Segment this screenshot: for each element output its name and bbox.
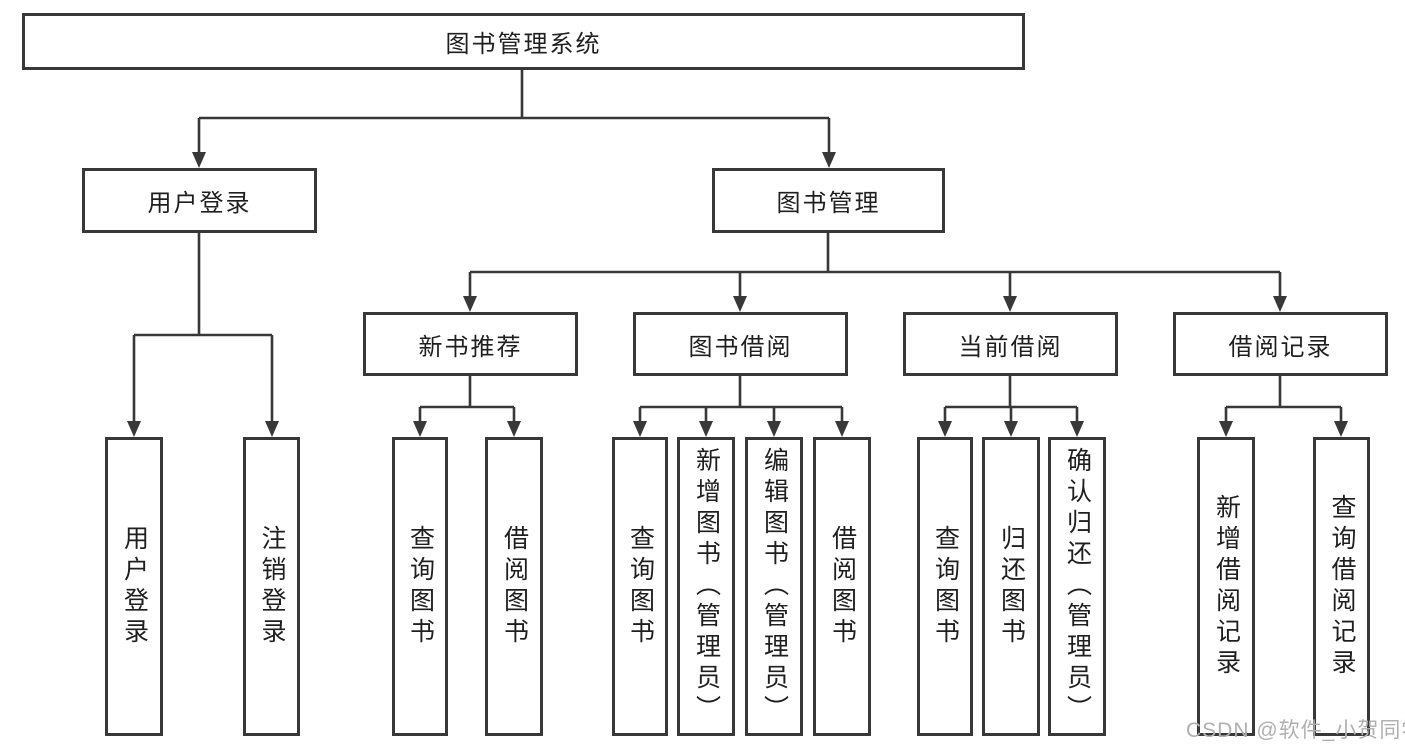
csdn-watermark: CSDN @软件_小贺同学 bbox=[1186, 719, 1405, 742]
connector-borrowrecords-to-leaves bbox=[1224, 376, 1343, 421]
leaf-query-borrow-record: 查询借阅记录 bbox=[1313, 437, 1370, 736]
node-label: 新增图书（管理员） bbox=[692, 447, 721, 726]
node-label: 当前借阅 bbox=[958, 333, 1063, 361]
node-label: 注销登录 bbox=[258, 524, 286, 649]
connector-bookborrow-to-leaves bbox=[638, 376, 844, 421]
node-borrowing-records: 借阅记录 bbox=[1173, 312, 1388, 376]
leaf-add-borrow-record: 新增借阅记录 bbox=[1197, 437, 1255, 736]
node-label: 查询图书 bbox=[626, 524, 655, 649]
connector-currentborrow-to-leaves bbox=[943, 376, 1079, 421]
arrowhead bbox=[699, 421, 713, 437]
leaf-borrow-books-borrowing: 借阅图书 bbox=[813, 437, 871, 736]
connector-newbook-to-leaves bbox=[418, 376, 516, 421]
node-label: 图书借阅 bbox=[688, 333, 793, 361]
node-label: 查询图书 bbox=[406, 524, 435, 649]
node-label: 借阅图书 bbox=[828, 524, 857, 649]
arrowhead bbox=[1070, 421, 1084, 437]
arrowhead bbox=[192, 152, 206, 168]
node-book-management: 图书管理 bbox=[712, 168, 945, 233]
connector-userlogin-to-leaves bbox=[132, 233, 274, 421]
arrowhead bbox=[822, 152, 836, 168]
arrowhead bbox=[938, 421, 952, 437]
node-current-borrowing: 当前借阅 bbox=[903, 312, 1118, 376]
node-book-borrowing: 图书借阅 bbox=[633, 312, 848, 376]
node-label: 确认归还（管理员） bbox=[1063, 447, 1092, 726]
node-label: 编辑图书（管理员） bbox=[760, 447, 789, 726]
node-label: 图书管理系统 bbox=[445, 31, 602, 58]
node-user-login: 用户登录 bbox=[82, 168, 317, 233]
node-label: 查询图书 bbox=[931, 524, 960, 649]
arrowhead bbox=[767, 421, 781, 437]
leaf-borrow-books-recommend: 借阅图书 bbox=[485, 437, 543, 736]
arrowhead bbox=[1003, 296, 1017, 312]
arrowhead bbox=[835, 421, 849, 437]
arrowhead bbox=[1273, 296, 1287, 312]
arrowhead bbox=[633, 421, 647, 437]
connector-root-to-level2 bbox=[197, 70, 831, 152]
leaf-user-login: 用户登录 bbox=[105, 437, 163, 736]
node-label: 新书推荐 bbox=[418, 333, 523, 361]
node-label: 用户登录 bbox=[147, 190, 252, 217]
node-root: 图书管理系统 bbox=[22, 13, 1025, 70]
arrowhead bbox=[127, 421, 141, 437]
node-label: 借阅图书 bbox=[500, 524, 529, 649]
node-label: 用户登录 bbox=[120, 524, 149, 649]
leaf-confirm-return-admin: 确认归还（管理员） bbox=[1048, 437, 1106, 736]
arrowhead bbox=[265, 421, 279, 437]
node-new-book-recommendation: 新书推荐 bbox=[363, 312, 578, 376]
leaf-query-books-current: 查询图书 bbox=[917, 437, 973, 736]
leaf-query-books-borrowing: 查询图书 bbox=[612, 437, 668, 736]
arrowhead bbox=[1334, 421, 1348, 437]
node-label: 借阅记录 bbox=[1228, 333, 1333, 361]
node-label: 图书管理 bbox=[776, 190, 881, 217]
arrowhead bbox=[733, 296, 747, 312]
arrowhead bbox=[1004, 421, 1018, 437]
arrowhead bbox=[507, 421, 521, 437]
connector-bookmgmt-to-level3 bbox=[468, 233, 1282, 296]
leaf-edit-books-admin: 编辑图书（管理员） bbox=[745, 437, 803, 736]
node-label: 新增借阅记录 bbox=[1212, 493, 1241, 680]
leaf-return-books: 归还图书 bbox=[982, 437, 1040, 736]
leaf-query-books-recommend: 查询图书 bbox=[392, 437, 448, 736]
leaf-add-books-admin: 新增图书（管理员） bbox=[677, 437, 735, 736]
leaf-logout-login: 注销登录 bbox=[243, 437, 300, 736]
node-label: 归还图书 bbox=[997, 524, 1026, 649]
arrowhead bbox=[463, 296, 477, 312]
node-label: 查询借阅记录 bbox=[1328, 493, 1356, 680]
arrowhead bbox=[413, 421, 427, 437]
arrowhead bbox=[1219, 421, 1233, 437]
